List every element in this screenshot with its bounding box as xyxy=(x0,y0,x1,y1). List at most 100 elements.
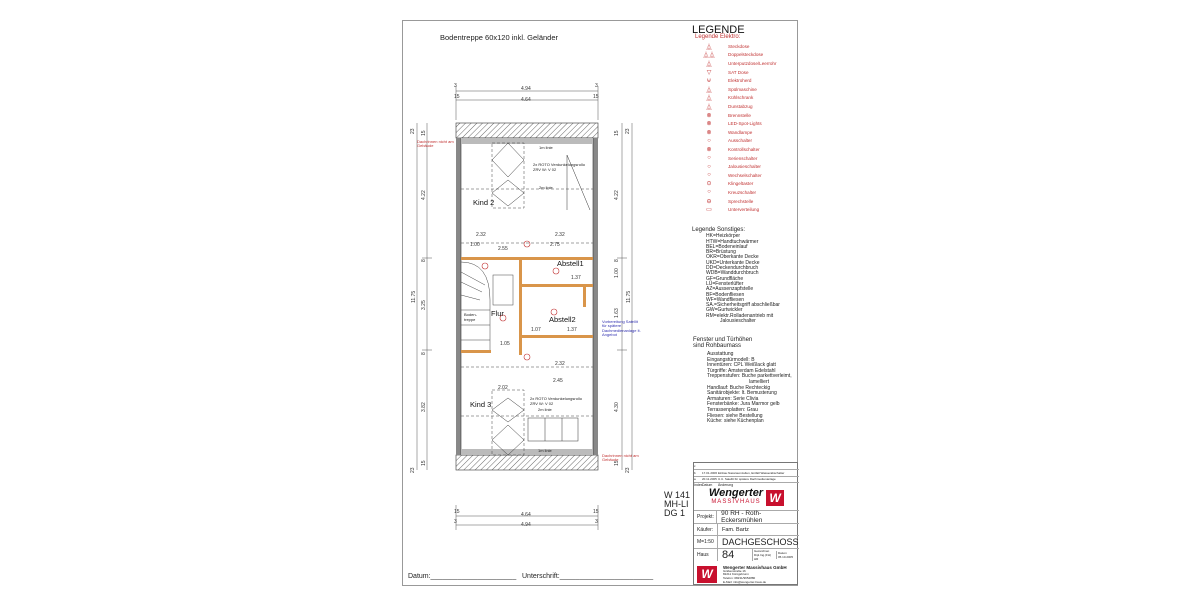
fridge-icon: ⏅ xyxy=(705,96,712,103)
inner-walls xyxy=(461,257,593,355)
dim: 1.37 xyxy=(571,275,581,281)
red-note: Dachrinnen nicht am Gebäude xyxy=(602,453,639,463)
double-socket-icon: ⏅⏅ xyxy=(702,53,715,60)
legend-item: ⏅Steckdose xyxy=(700,42,798,51)
dim: 1.07 xyxy=(531,327,541,333)
legend-abbreviation: AZ=Aussenzapfstelle xyxy=(706,286,754,293)
brand-logo: Wengerter MASSIVHAUS W xyxy=(694,487,799,509)
equipment-item: Handlauf: Buche Rechteckig xyxy=(707,384,771,391)
equipment-item: Türgriffe: Amsterdam Edelstahl xyxy=(707,367,776,374)
bell-button-icon: ⊙ xyxy=(706,181,712,188)
knee-wall-note: 2m linie xyxy=(538,407,552,412)
dimension-lines xyxy=(416,86,633,530)
signature-field: Unterschrift:________________________ xyxy=(522,573,654,580)
legend-abbreviation: WF=Wandfliesen xyxy=(706,296,745,303)
light-symbols xyxy=(481,240,560,361)
window-note: 2x ROTO Verdunkelungsrollo ZRV W: V 02 xyxy=(530,396,582,406)
dim: 4.64 xyxy=(521,97,531,103)
dim: 15 xyxy=(593,94,599,100)
room-label-kind2: Kind 2 xyxy=(473,198,495,207)
dim: 4.64 xyxy=(521,512,531,518)
equipment-item: Fliesen: siehe Bestellung xyxy=(707,412,763,419)
legend-abbreviation: HK=Heizkörper xyxy=(706,233,741,240)
company-logo-icon: W xyxy=(697,566,717,583)
legend-abbreviation: UKD=Unterkante Decke xyxy=(706,259,760,266)
legend-abbreviation: SA.=Sicherheitsgriff abschließbar xyxy=(706,302,780,309)
dim: 2.75 xyxy=(550,242,560,248)
legend-item: ⊗Kontrollschalter xyxy=(700,145,798,154)
dim: 3 xyxy=(454,83,457,89)
dim: 2.32 xyxy=(476,232,486,238)
house-number: 84 xyxy=(722,549,735,561)
dim: 23 xyxy=(625,128,631,134)
hood-icon: ⏅ xyxy=(705,104,712,111)
legend-elektro-title: Legende Elektro: xyxy=(695,34,741,40)
drawing-title: DACHGESCHOSS xyxy=(722,537,799,547)
legend-item: ⏅Kühlschrank xyxy=(700,94,798,103)
dim: 4.94 xyxy=(521,522,531,528)
dim: 4.94 xyxy=(521,86,531,92)
dim: 23 xyxy=(410,467,416,473)
room-label-kind3: Kind 3 xyxy=(470,400,492,409)
dim: 4.30 xyxy=(614,402,620,412)
legend-item: ⊖Sprechstelle xyxy=(700,197,798,206)
legend-item: ○Kreuzschalter xyxy=(700,188,798,197)
dim: 3 xyxy=(595,519,598,525)
knee-wall-note: 2m linie xyxy=(539,185,553,190)
knee-wall-note: 1m linie xyxy=(538,448,552,453)
dim: 2.45 xyxy=(553,378,563,384)
dim: 11.75 xyxy=(626,290,632,303)
legend-abbreviation: BR=Brüstung xyxy=(706,249,736,256)
dim: 15 xyxy=(614,130,620,136)
dim: 2.32 xyxy=(555,232,565,238)
dim: 3.25 xyxy=(421,300,427,310)
dim: 15 xyxy=(421,130,427,136)
buyer-name: Fam. Bartz xyxy=(722,526,749,533)
dim: 1.63 xyxy=(614,308,620,318)
window-note: 2x ROTO Verdunkelungsrollo ZRV W: V 02 xyxy=(533,162,585,172)
dim: 2.55 xyxy=(498,246,508,252)
equipment-item: lamelliert xyxy=(749,378,770,385)
plan-code: W 141 MH-LI DG 1 xyxy=(664,491,690,518)
stove-icon: ⊎ xyxy=(706,78,712,85)
legend-item: ○Ausschalter xyxy=(700,137,798,146)
distribution-board-icon: ▭ xyxy=(706,207,712,214)
light-outlet-icon: ⊗ xyxy=(706,112,712,119)
dim: 4.22 xyxy=(421,190,427,200)
plan-code-line: MH-LI xyxy=(664,499,689,509)
legend-item: ⊗LED-Spot-Lights xyxy=(700,119,798,128)
roof-hatch-bottom xyxy=(455,454,599,471)
dim: 1.37 xyxy=(567,327,577,333)
dim: 4.22 xyxy=(614,190,620,200)
roof-hatch-top xyxy=(455,122,599,139)
intercom-icon: ⊖ xyxy=(706,198,712,205)
dim: 2.02 xyxy=(498,385,508,391)
dim: 8 xyxy=(421,259,427,262)
legend-abbreviation: GF=Grundfläche xyxy=(706,275,744,282)
legend-item: ⏅Dunstabzug xyxy=(700,102,798,111)
equipment-item: Ausstattung xyxy=(707,351,734,357)
legend-abbreviation: DD=Deckendurchbruch xyxy=(706,265,759,272)
knee-wall-note: 1m linie xyxy=(539,145,553,150)
stair-note: Boden-treppe xyxy=(464,312,477,322)
legend-abbreviation: HTW=Handtuchwärmer xyxy=(706,238,759,245)
led-spot-icon: ⊗ xyxy=(706,121,712,128)
series-switch-icon: ○ xyxy=(707,155,711,162)
room-label-abstell1: Abstell1 xyxy=(557,259,584,268)
equipment-item: Innentüren: CPL Weißlack glatt xyxy=(707,362,776,369)
equipment-item: Küche: siehe Küchenplan xyxy=(707,418,764,425)
legend-item: ⊎Elektroherd xyxy=(700,76,798,85)
logo-w-icon: W xyxy=(766,490,785,506)
legend-abbreviation: BEL=Bodeneinlauf xyxy=(706,243,748,250)
red-note: Dachrinnen nicht am Gebäude xyxy=(417,139,454,149)
legend-item: ⊗Wandlampe xyxy=(700,128,798,137)
date-field: Datum:______________________ xyxy=(408,573,517,580)
equipment-item: Armaturen: Serie Clivia xyxy=(707,395,759,402)
